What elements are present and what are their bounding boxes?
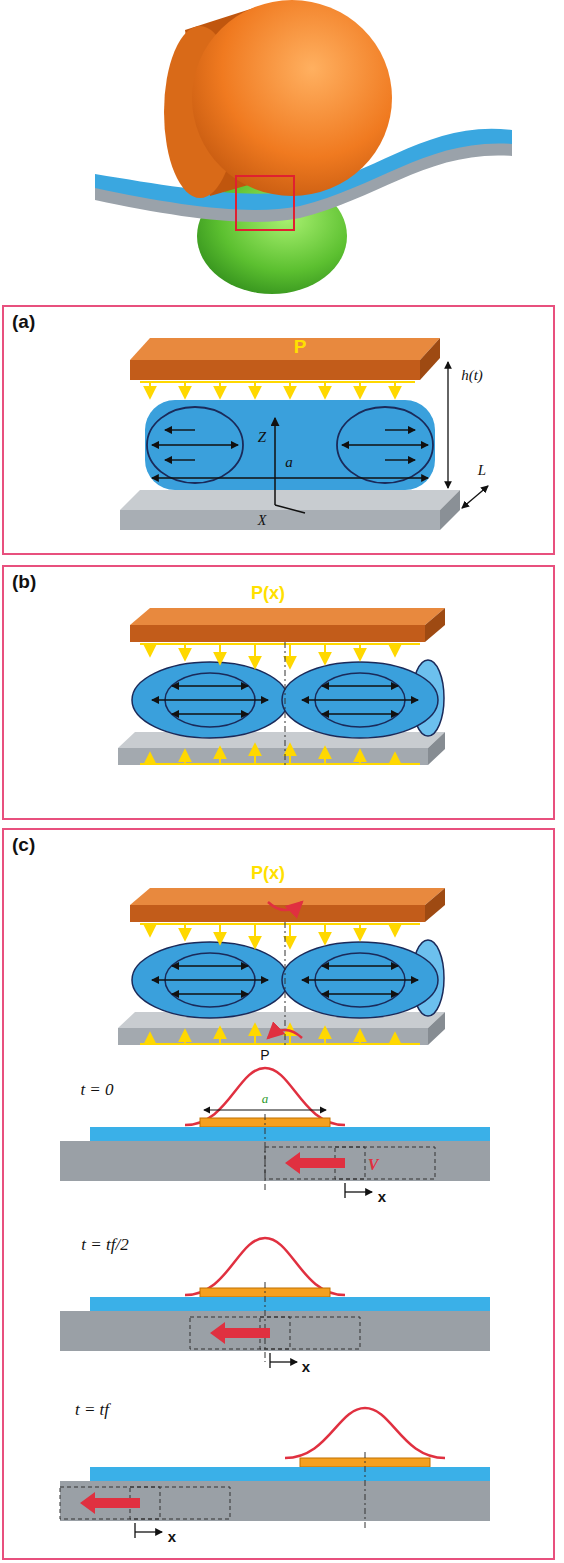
time-step-start: [60, 1068, 490, 1198]
panel-label: (a): [12, 311, 35, 333]
panel-label: (b): [12, 571, 36, 593]
time-step-start: [90, 1127, 490, 1141]
time-step-middle: [60, 1238, 490, 1368]
time-step-middle: [270, 1361, 297, 1362]
squeeze-flow-a: [274, 418, 276, 505]
squeeze-flow-a: [337, 407, 433, 483]
time-step-middle: [90, 1297, 490, 1311]
squeeze-flow-a: [275, 505, 305, 513]
axis-label: X: [258, 513, 267, 528]
squeeze-flow-a: [219, 382, 221, 398]
squeeze-flow-a: [462, 486, 488, 508]
panel-frame: (a): [2, 305, 555, 555]
time-step-end: [365, 1452, 366, 1530]
time-step-start: [60, 1141, 490, 1181]
time-step-start: [265, 1114, 266, 1192]
squeeze-flow-b: [118, 608, 445, 765]
time-step-start: [335, 1147, 435, 1179]
squeeze-flow-a: [130, 338, 440, 360]
time-step-end: [135, 1531, 162, 1532]
time-label: t = tf/2: [81, 1236, 128, 1255]
time-step-end: [60, 1487, 160, 1519]
panel-frame: (c): [2, 828, 555, 1560]
squeeze-flow-a: [440, 490, 460, 530]
axis-label: x: [302, 1359, 310, 1376]
squeeze-flow-a: [385, 429, 415, 430]
time-step-start: [285, 1152, 345, 1174]
roller-illustration: [95, 0, 512, 294]
squeeze-flow-a: [120, 338, 488, 530]
panel-frame: (b): [2, 565, 555, 820]
axis-label: x: [168, 1529, 176, 1546]
time-step-start: [265, 1147, 365, 1179]
squeeze-flow-a: [150, 382, 395, 398]
pressure-label: P(x): [251, 584, 285, 604]
squeeze-flow-a: [152, 444, 195, 445]
squeeze-flow-a: [385, 444, 428, 445]
time-step-middle: [269, 1353, 270, 1368]
squeeze-flow-a: [165, 429, 195, 430]
time-step-end: [285, 1408, 445, 1458]
time-step-end: [130, 1487, 230, 1519]
time-step-end: [90, 1467, 490, 1481]
axis-label: Z: [258, 429, 266, 446]
squeeze-flow-a: [289, 382, 291, 398]
squeeze-flow-a: [147, 407, 243, 483]
time-step-middle: [210, 1322, 270, 1344]
squeeze-flow-a: [420, 338, 440, 380]
squeeze-flow-a: [342, 444, 385, 445]
pressure-label: P(x): [251, 864, 285, 884]
squeeze-flow-c: [268, 1030, 302, 1038]
squeeze-flow-a: [130, 360, 420, 380]
squeeze-flow-a: [394, 382, 396, 398]
upper-roller: [192, 0, 392, 196]
squeeze-flow-a: [195, 444, 238, 445]
time-step-start: [345, 1191, 372, 1192]
time-step-end: [134, 1523, 135, 1538]
squeeze-flow-a: [184, 382, 186, 398]
squeeze-flow-a: [254, 382, 256, 398]
squeeze-flow-c: [118, 888, 445, 1045]
time-step-end: [60, 1408, 490, 1538]
dimension-label: a: [262, 1092, 269, 1106]
squeeze-flow-a: [120, 510, 440, 530]
dimension-label: a: [285, 454, 293, 471]
squeeze-flow-b: [118, 608, 445, 765]
pressure-label: P: [260, 1048, 269, 1063]
squeeze-flow-a: [149, 382, 151, 398]
zoom-marker: [236, 176, 294, 230]
dimension-label: L: [478, 462, 486, 479]
squeeze-flow-a: [120, 490, 460, 510]
squeeze-flow-a: [165, 459, 195, 460]
velocity-label: V: [368, 1156, 379, 1174]
squeeze-flow-a: [447, 362, 448, 488]
squeeze-flow-a: [152, 477, 428, 478]
time-step-middle: [190, 1317, 290, 1349]
time-step-middle: [260, 1317, 360, 1349]
squeeze-flow-c: [118, 888, 445, 1045]
squeeze-flow-c: [268, 902, 302, 910]
time-step-middle: [265, 1282, 266, 1362]
squeeze-flow-a: [140, 381, 415, 383]
time-step-end: [60, 1481, 490, 1521]
time-step-middle: [60, 1311, 490, 1351]
time-step-end: [80, 1492, 140, 1514]
time-label: t = 0: [80, 1081, 113, 1100]
time-label: t = tf: [75, 1401, 109, 1420]
squeeze-flow-a: [145, 400, 435, 490]
panel-label: (c): [12, 834, 35, 856]
time-step-start: [204, 1109, 326, 1110]
pressure-label: P: [294, 337, 307, 358]
squeeze-flow-a: [324, 382, 326, 398]
time-step-start: [344, 1183, 345, 1198]
squeeze-flow-a: [359, 382, 361, 398]
squeeze-flow-a: [385, 459, 415, 460]
axis-label: x: [378, 1189, 386, 1206]
dimension-label: h(t): [461, 367, 483, 384]
